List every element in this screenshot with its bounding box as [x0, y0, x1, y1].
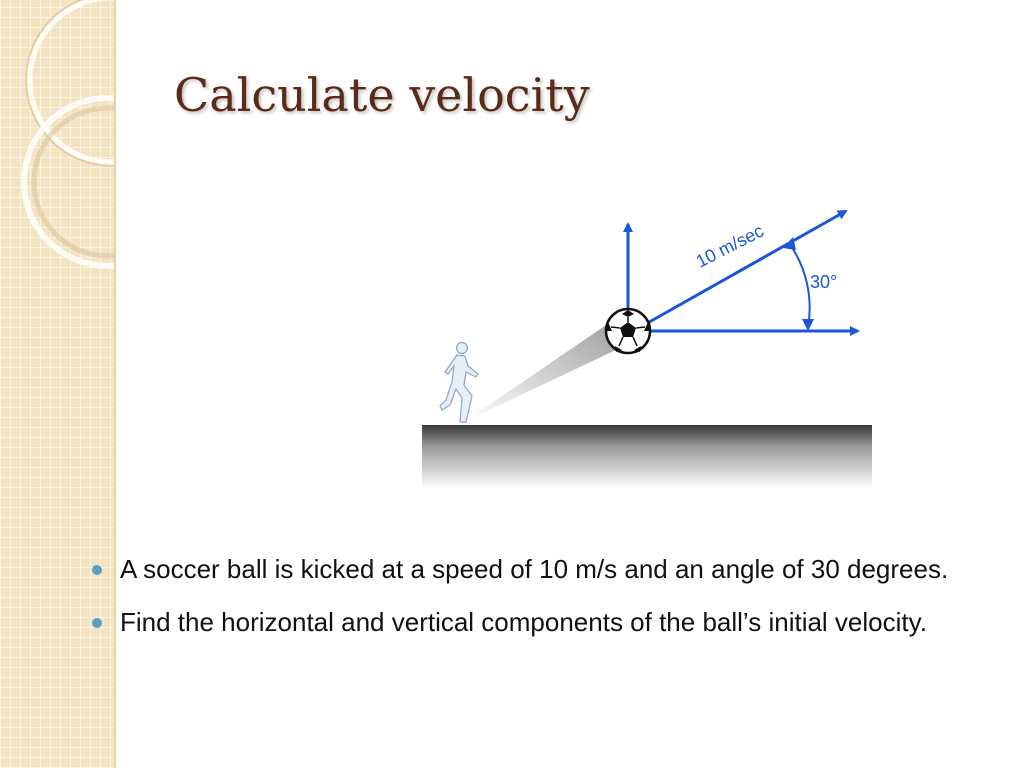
angle-arc	[788, 242, 811, 328]
bullet-dot-icon	[92, 618, 102, 628]
sidebar-rings-decoration	[21, 0, 114, 269]
decorative-sidebar	[0, 0, 116, 768]
soccer-kick-diagram: 10 m/sec 30°	[422, 209, 872, 488]
velocity-vector-arrow	[643, 209, 848, 327]
bullet-item: A soccer ball is kicked at a speed of 10…	[90, 552, 970, 587]
angle-arc-arrowhead-top	[783, 237, 796, 250]
slide-title: Calculate velocity	[174, 68, 590, 122]
ball-motion-trail	[464, 321, 618, 422]
soccer-ball-icon	[604, 307, 652, 355]
angle-label: 30°	[810, 272, 837, 292]
bullet-item: Find the horizontal and vertical compone…	[90, 605, 970, 640]
bullet-dot-icon	[92, 565, 102, 575]
ground-surface	[422, 425, 872, 488]
running-person-icon	[439, 341, 479, 423]
angle-arc-arrowhead-bottom	[802, 319, 814, 331]
velocity-label: 10 m/sec	[693, 221, 767, 272]
bullet-text: Find the horizontal and vertical compone…	[120, 607, 927, 637]
bullet-text: A soccer ball is kicked at a speed of 10…	[120, 554, 949, 584]
bullet-list: A soccer ball is kicked at a speed of 10…	[90, 552, 970, 658]
